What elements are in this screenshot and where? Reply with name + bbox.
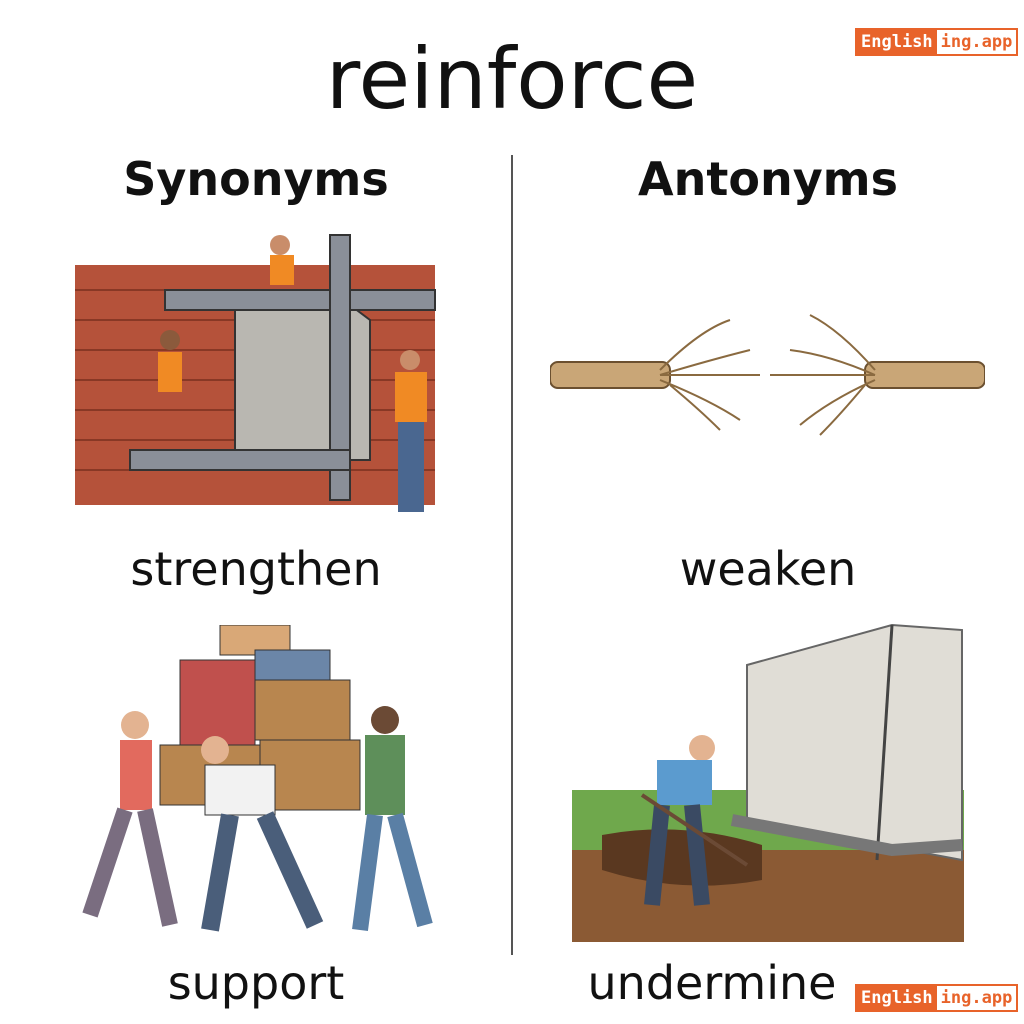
logo-text-2: ing.app: [936, 986, 1017, 1010]
support-illustration: [82, 625, 433, 932]
page-title: reinforce: [325, 30, 699, 128]
weaken-illustration: [550, 314, 985, 436]
logo-text-1: English: [857, 30, 937, 54]
antonym-undermine: undermine: [587, 956, 837, 1010]
antonym-weaken: weaken: [679, 542, 857, 596]
antonyms-heading: Antonyms: [638, 152, 898, 206]
synonyms-heading: Synonyms: [123, 152, 389, 206]
logo-text-2: ing.app: [936, 30, 1017, 54]
undermine-illustration: [572, 623, 964, 942]
divider: [511, 155, 513, 955]
logo-text-1: English: [857, 986, 937, 1010]
synonym-support: support: [167, 956, 345, 1010]
strengthen-illustration: [75, 234, 436, 512]
synonym-strengthen: strengthen: [130, 542, 382, 596]
